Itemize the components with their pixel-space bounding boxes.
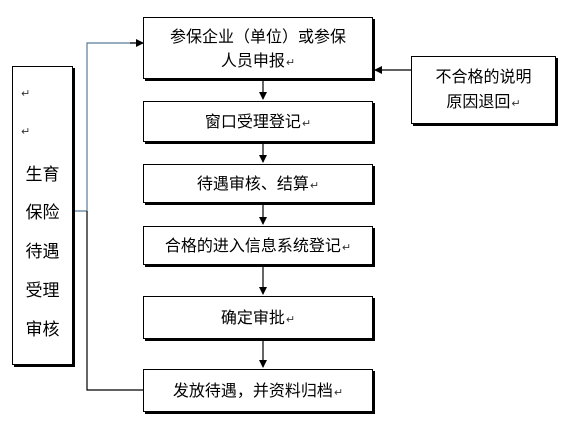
para-mark: ↵ (301, 117, 312, 130)
step-text: 人员申报 (220, 51, 285, 70)
para-mark: ↵ (333, 386, 344, 399)
para-mark: ↵ (285, 313, 296, 326)
step-text: 窗口受理登记 (204, 112, 301, 131)
left-box-line: 待遇 (25, 242, 60, 262)
reject-text: 原因退回 (446, 92, 511, 111)
step-text: 确定审批 (220, 308, 285, 327)
left-box-line: 受理 (25, 281, 60, 301)
reject-return-box: 不合格的说明 原因退回↵ (411, 56, 556, 124)
para-mark: ↵ (511, 97, 521, 110)
left-box-line: 保险 (25, 203, 60, 223)
step-approve: 确定审批↵ (143, 296, 373, 339)
step-pay-archive: 发放待遇，并资料归档↵ (143, 369, 373, 412)
bracket-to-step6 (86, 211, 143, 391)
step-declare: 参保企业（单位）或参保 人员申报↵ (143, 17, 373, 79)
reject-text: 不合格的说明 (435, 67, 532, 86)
left-review-box: ↵ ↵ 生育 保险 待遇 受理 审核 (12, 66, 73, 365)
step-text: 待遇审核、结算 (196, 174, 309, 193)
left-box-line: 审核 (25, 320, 60, 340)
step-text: 发放待遇，并资料归档 (172, 381, 333, 400)
step-text: 合格的进入信息系统登记 (164, 236, 341, 255)
para-mark: ↵ (341, 241, 352, 254)
step-system-register: 合格的进入信息系统登记↵ (143, 226, 373, 265)
bracket-to-step1 (73, 42, 143, 212)
step-window-register: 窗口受理登记↵ (143, 101, 373, 142)
step-review-settle: 待遇审核、结算↵ (143, 164, 373, 203)
left-box-line: 生育 (25, 165, 60, 185)
para-mark: ↵ (309, 179, 320, 192)
para-mark: ↵ (21, 125, 31, 138)
para-mark: ↵ (285, 56, 296, 69)
step-text: 参保企业（单位）或参保 (169, 27, 346, 46)
para-mark: ↵ (21, 87, 31, 100)
